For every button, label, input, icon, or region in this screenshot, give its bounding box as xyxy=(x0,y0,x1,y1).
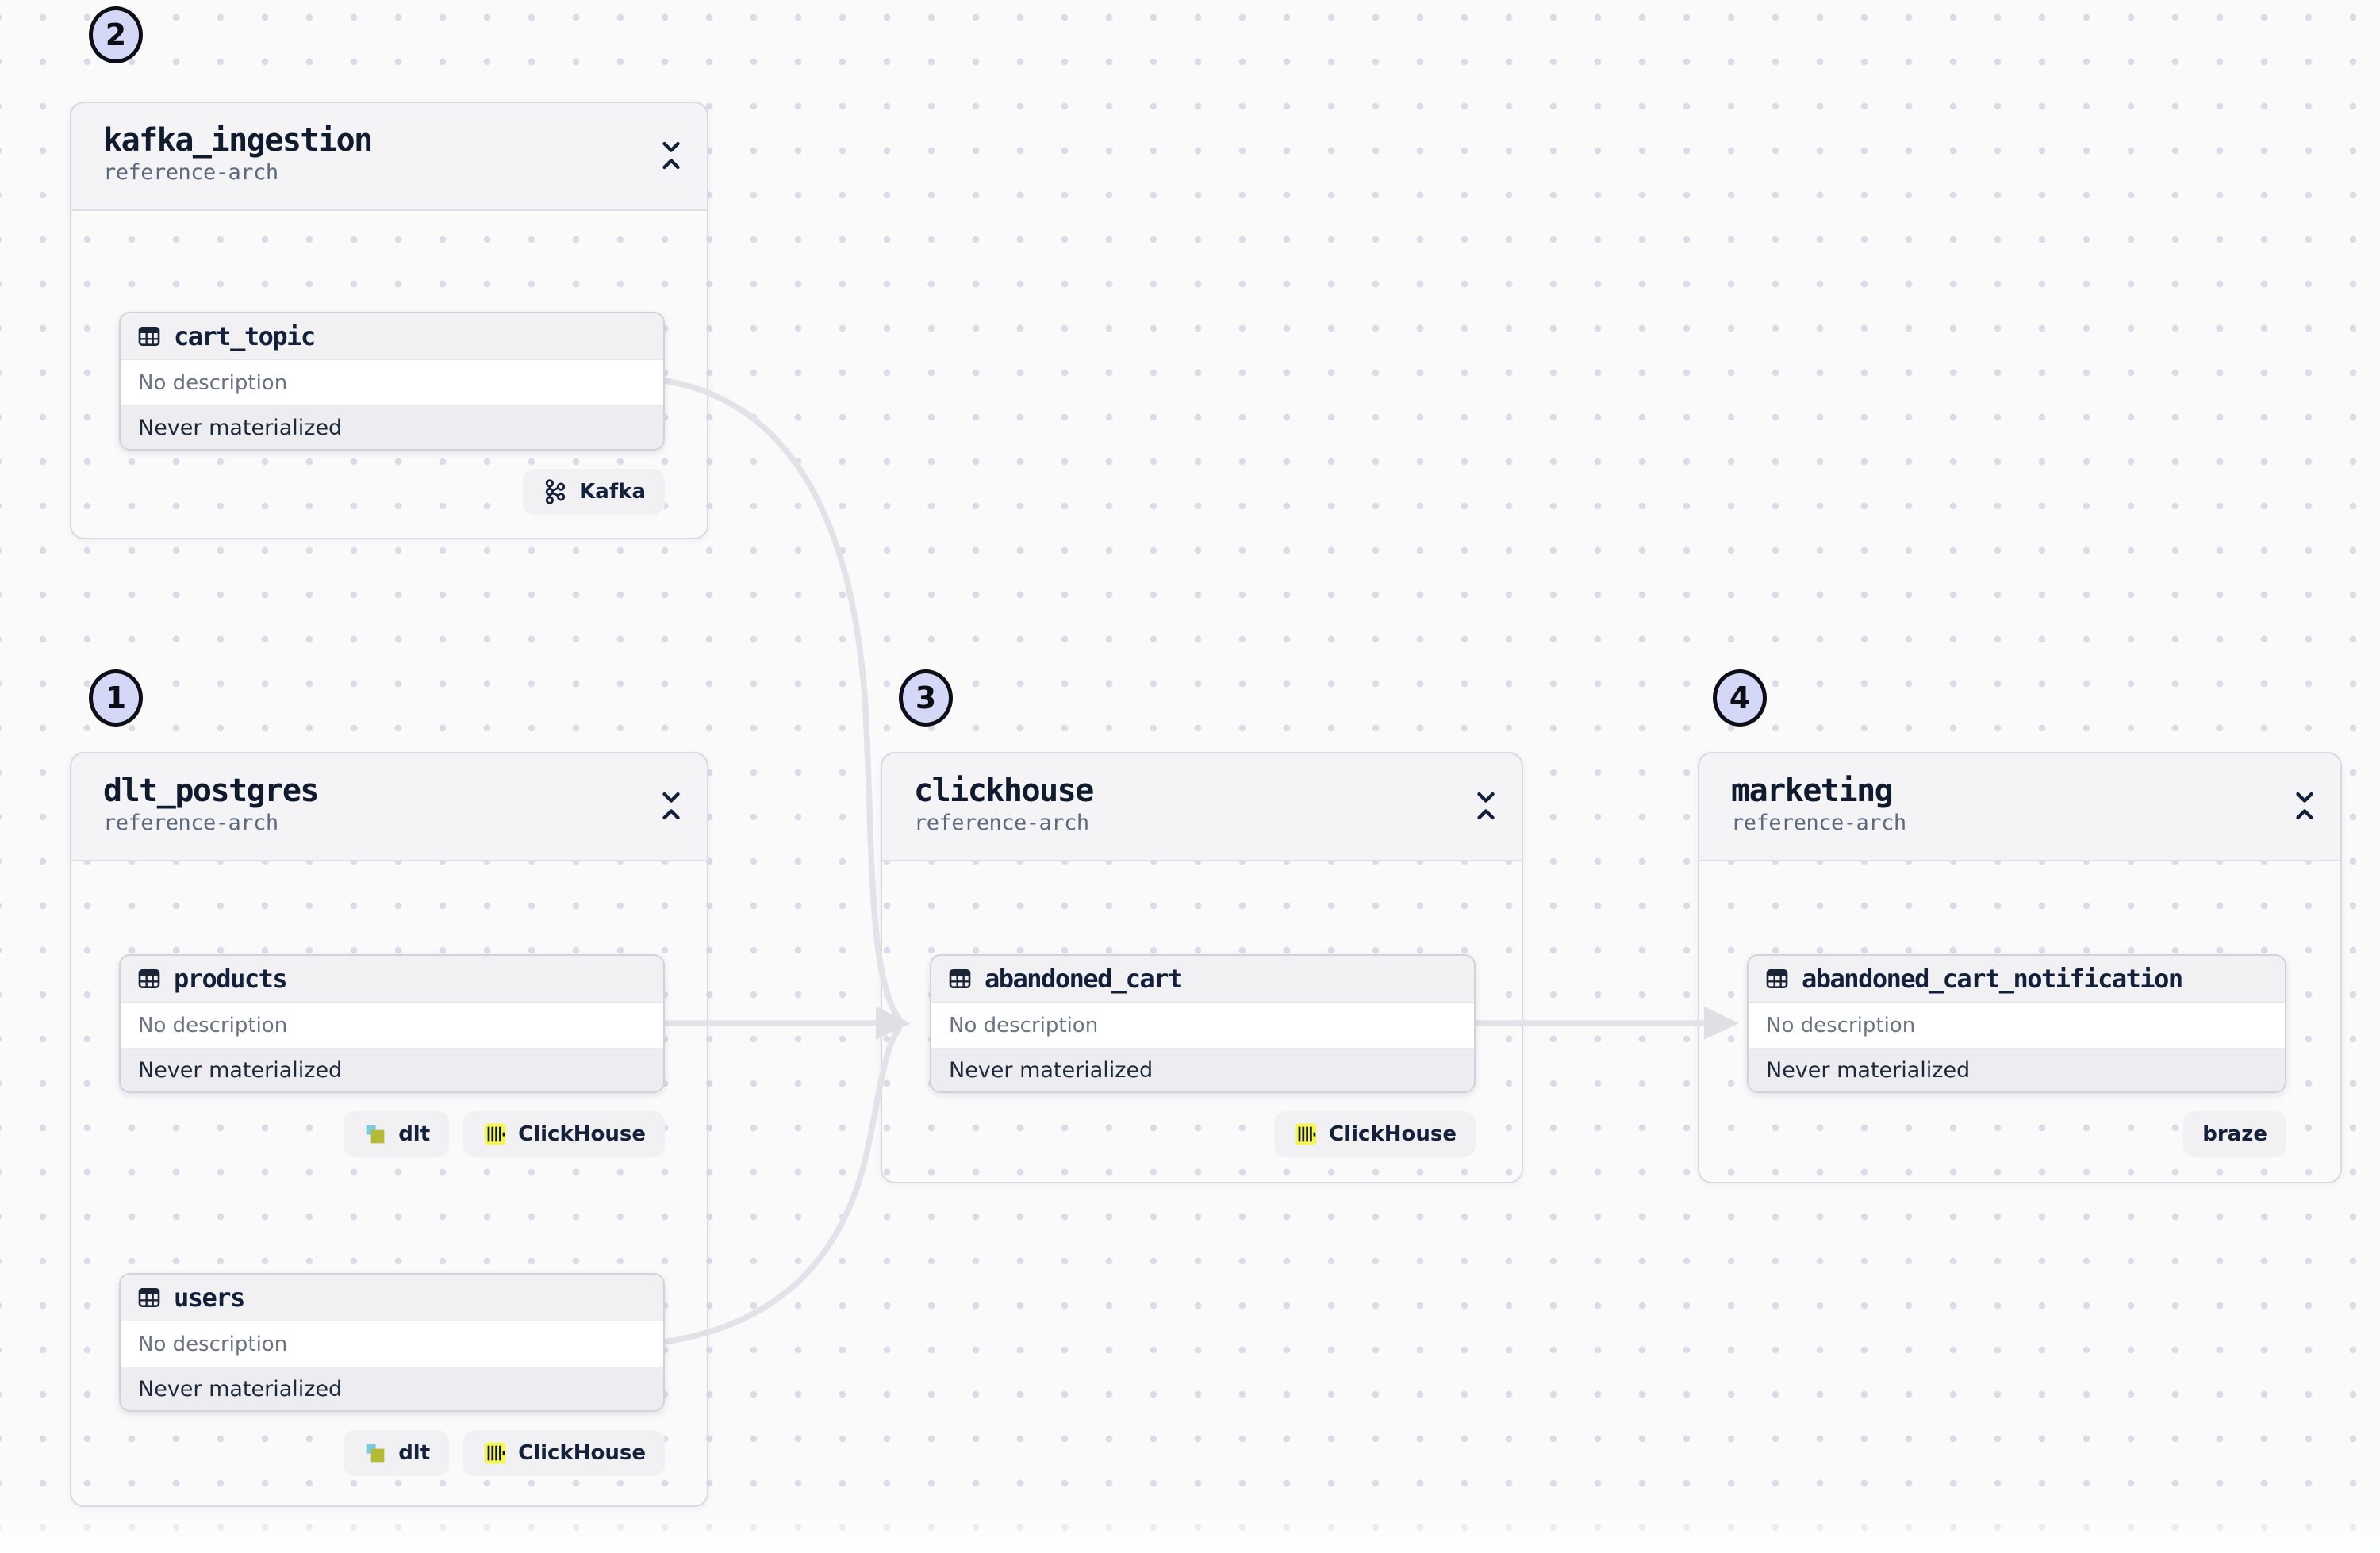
asset-card-header: products xyxy=(121,956,663,1003)
number-badge-2: 2 xyxy=(89,6,143,63)
asset-name: products xyxy=(174,964,288,994)
asset-tags-row: dlt ClickHouse xyxy=(119,1430,665,1476)
group-header[interactable]: marketing reference-arch xyxy=(1698,752,2342,861)
asset-description: No description xyxy=(121,360,663,406)
asset-card-header: users xyxy=(121,1275,663,1321)
collapse-group-button[interactable] xyxy=(658,140,685,171)
tag-label: braze xyxy=(2202,1122,2267,1146)
tag-label: ClickHouse xyxy=(1329,1122,1457,1146)
asset-tags-row: ClickHouse xyxy=(930,1111,1476,1157)
group-title: kafka_ingestion xyxy=(103,122,373,159)
asset-status: Never materialized xyxy=(121,406,663,449)
tag-dlt[interactable]: dlt xyxy=(344,1430,450,1476)
dlt-icon xyxy=(366,1444,385,1463)
group-marketing: marketing reference-arch xyxy=(1698,752,2342,1183)
asset-description: No description xyxy=(121,1003,663,1049)
asset-card-header: abandoned_cart_notification xyxy=(1749,956,2285,1003)
table-icon xyxy=(138,1288,160,1307)
kafka-icon xyxy=(545,479,566,504)
asset-name: cart_topic xyxy=(174,321,316,351)
tag-dlt[interactable]: dlt xyxy=(344,1111,450,1157)
group-subtitle: reference-arch xyxy=(914,811,1089,835)
asset-card-products[interactable]: products No description Never materializ… xyxy=(119,954,665,1093)
asset-status: Never materialized xyxy=(121,1367,663,1410)
tag-label: ClickHouse xyxy=(518,1122,646,1146)
group-header[interactable]: clickhouse reference-arch xyxy=(881,752,1523,861)
group-kafka-ingestion: kafka_ingestion reference-arch xyxy=(70,102,708,539)
tag-label: ClickHouse xyxy=(518,1441,646,1465)
asset-tags-row: dlt ClickHouse xyxy=(119,1111,665,1157)
table-icon xyxy=(138,327,160,346)
number-badge-1: 1 xyxy=(89,669,143,727)
collapse-vertical-icon xyxy=(662,792,680,820)
asset-card-cart-topic[interactable]: cart_topic No description Never material… xyxy=(119,312,665,451)
asset-card-header: abandoned_cart xyxy=(931,956,1474,1003)
table-icon xyxy=(138,969,160,988)
asset-name: users xyxy=(174,1283,245,1313)
table-icon xyxy=(949,969,971,988)
group-title: clickhouse xyxy=(914,773,1094,809)
dlt-icon xyxy=(366,1125,385,1144)
tag-label: dlt xyxy=(398,1441,431,1465)
tag-label: dlt xyxy=(398,1122,431,1146)
tag-kafka[interactable]: Kafka xyxy=(523,469,665,515)
clickhouse-icon xyxy=(1295,1123,1317,1145)
group-dlt-postgres: dlt_postgres reference-arch xyxy=(70,752,708,1507)
asset-name: abandoned_cart_notification xyxy=(1802,964,2183,994)
collapse-vertical-icon xyxy=(1477,792,1495,820)
clickhouse-icon xyxy=(484,1442,506,1464)
group-clickhouse: clickhouse reference-arch xyxy=(881,752,1523,1183)
tag-clickhouse[interactable]: ClickHouse xyxy=(463,1111,665,1157)
asset-card-header: cart_topic xyxy=(121,313,663,360)
asset-name: abandoned_cart xyxy=(985,964,1183,994)
asset-status: Never materialized xyxy=(121,1049,663,1091)
number-badge-3: 3 xyxy=(899,669,953,727)
asset-card-abandoned-cart-notification[interactable]: abandoned_cart_notification No descripti… xyxy=(1747,954,2286,1093)
tag-braze[interactable]: braze xyxy=(2183,1111,2286,1157)
clickhouse-icon xyxy=(484,1123,506,1145)
asset-description: No description xyxy=(931,1003,1474,1049)
group-header[interactable]: dlt_postgres reference-arch xyxy=(70,752,708,861)
tag-label: Kafka xyxy=(579,480,646,504)
asset-tags-row: braze xyxy=(1747,1111,2286,1157)
group-subtitle: reference-arch xyxy=(103,160,278,185)
group-subtitle: reference-arch xyxy=(1731,811,1906,835)
asset-status: Never materialized xyxy=(1749,1049,2285,1091)
group-title: dlt_postgres xyxy=(103,773,319,809)
group-header[interactable]: kafka_ingestion reference-arch xyxy=(70,102,708,211)
group-title: marketing xyxy=(1731,773,1894,809)
collapse-group-button[interactable] xyxy=(658,790,685,822)
collapse-group-button[interactable] xyxy=(1472,790,1499,822)
canvas-bottom-fade xyxy=(0,1510,2380,1553)
asset-card-abandoned-cart[interactable]: abandoned_cart No description Never mate… xyxy=(930,954,1476,1093)
group-subtitle: reference-arch xyxy=(103,811,278,835)
table-icon xyxy=(1766,969,1788,988)
asset-status: Never materialized xyxy=(931,1049,1474,1091)
tag-clickhouse[interactable]: ClickHouse xyxy=(463,1430,665,1476)
number-badge-4: 4 xyxy=(1713,669,1767,727)
asset-description: No description xyxy=(1749,1003,2285,1049)
collapse-vertical-icon xyxy=(662,141,680,170)
asset-card-users[interactable]: users No description Never materialized xyxy=(119,1273,665,1412)
collapse-vertical-icon xyxy=(2296,792,2313,820)
asset-description: No description xyxy=(121,1321,663,1367)
tag-clickhouse[interactable]: ClickHouse xyxy=(1274,1111,1476,1157)
collapse-group-button[interactable] xyxy=(2291,790,2318,822)
asset-tags-row: Kafka xyxy=(119,469,665,515)
